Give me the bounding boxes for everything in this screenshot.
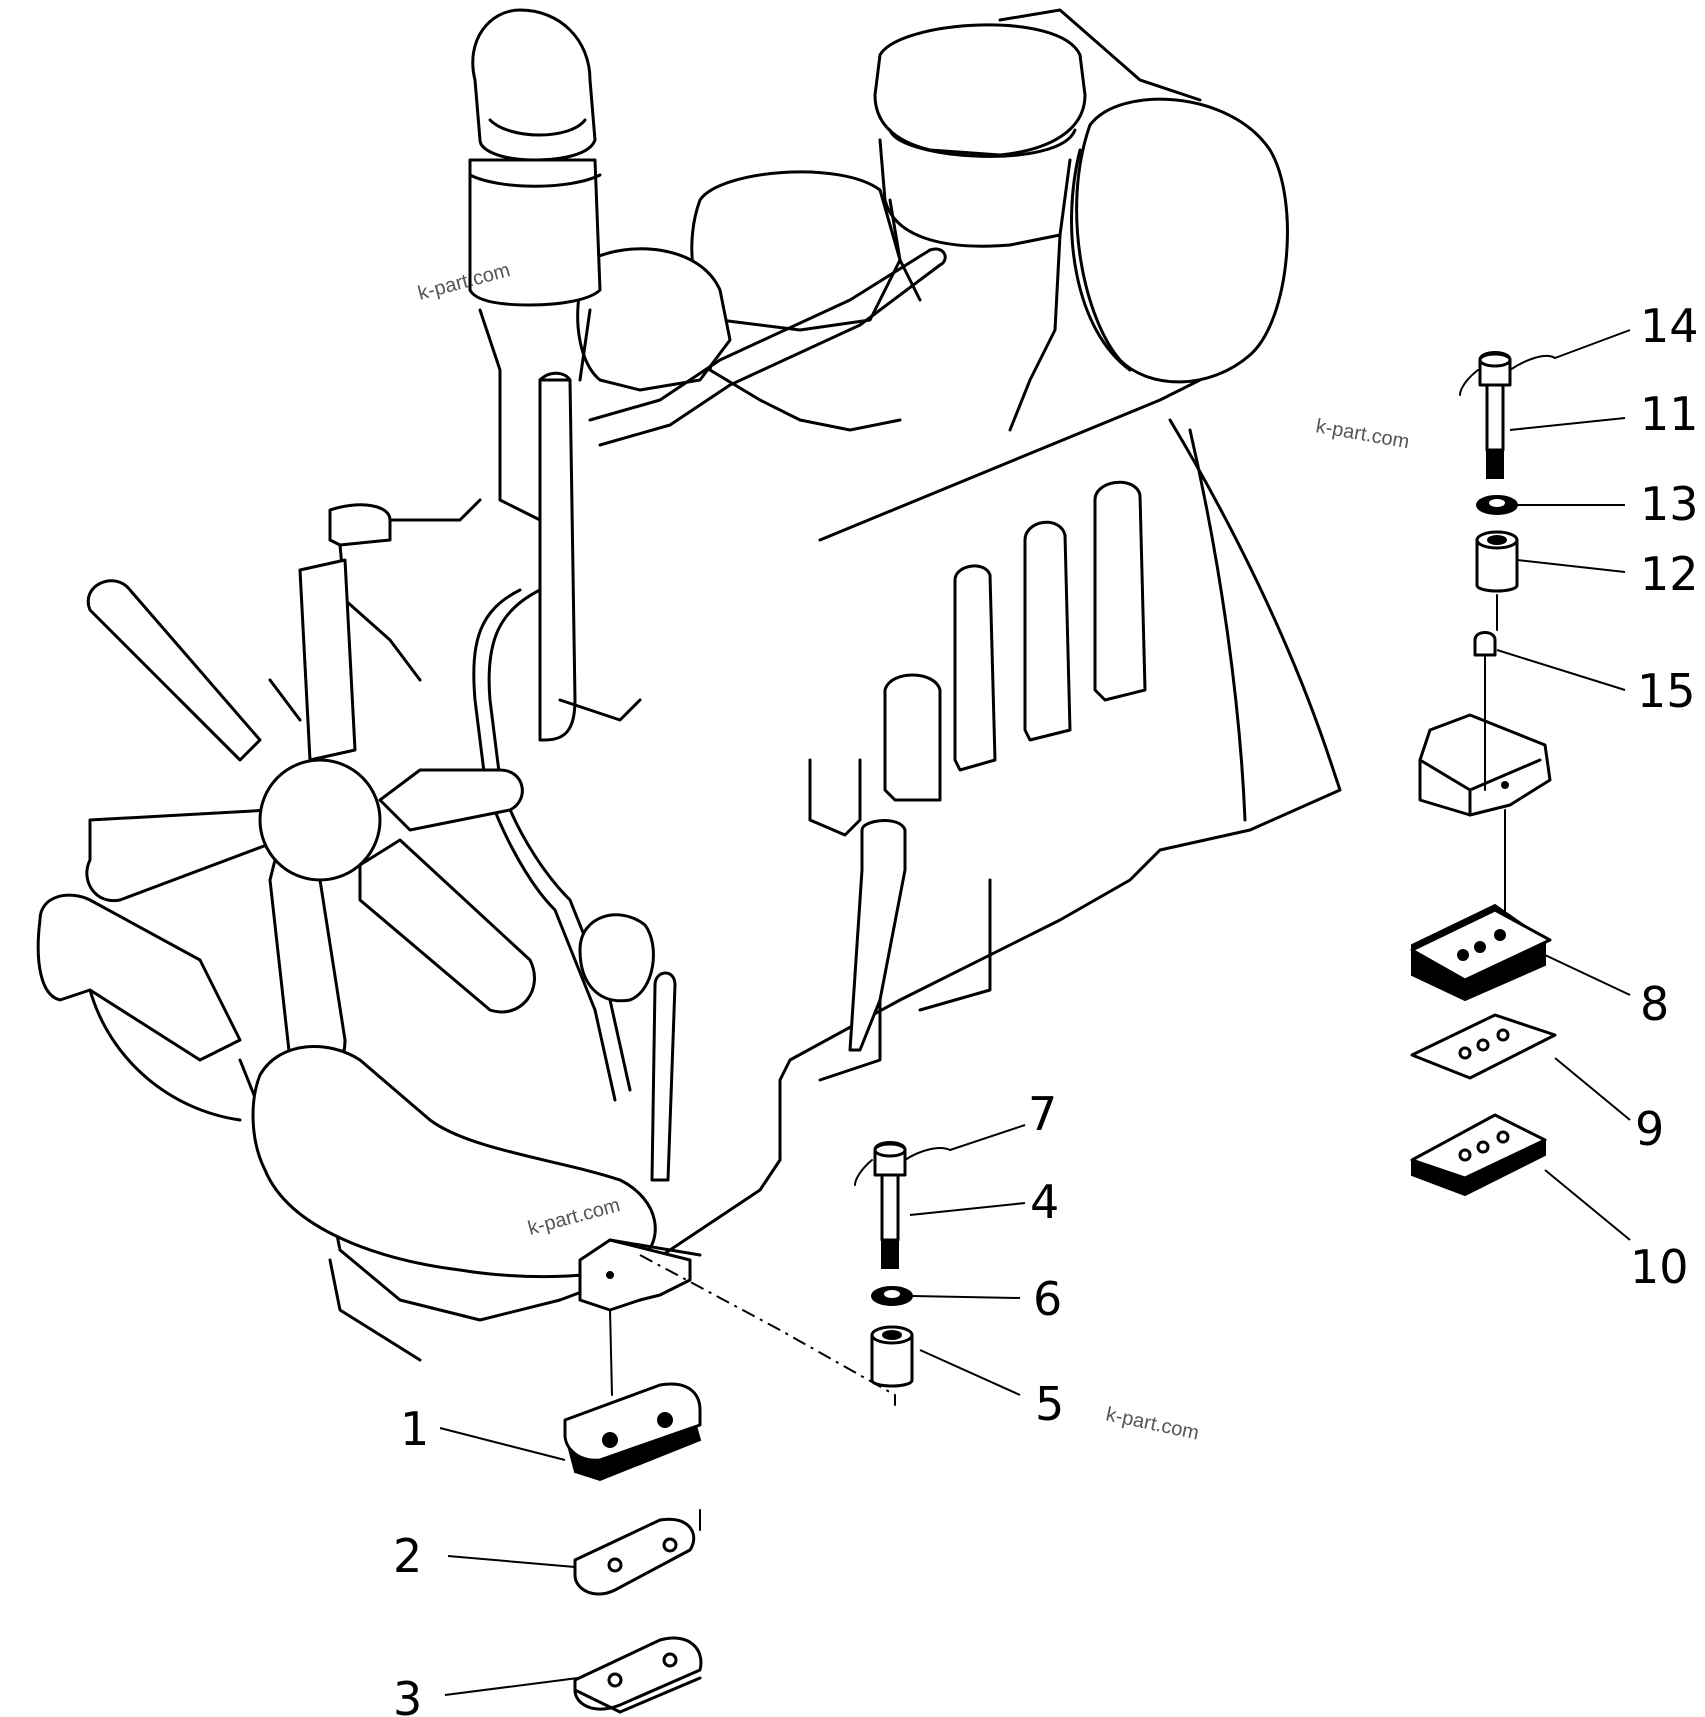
part-6-washer [871, 1286, 913, 1306]
part-15-pin [1473, 631, 1497, 791]
callout-numbers: 1 2 3 4 5 6 7 8 9 10 11 12 13 14 15 [393, 299, 1699, 1717]
leader-lines [439, 329, 1631, 1696]
part-9-plate [1410, 1013, 1557, 1080]
center-bolt-parts [639, 1141, 951, 1406]
part-11-bolt [1459, 351, 1556, 479]
callout-9: 9 [1635, 1102, 1664, 1156]
part-5-collar [870, 1325, 914, 1388]
callout-2: 2 [393, 1529, 422, 1583]
callout-7: 7 [1028, 1087, 1057, 1141]
part-1-cushion [563, 1382, 702, 1482]
rear-mount-parts [1410, 351, 1557, 1197]
part-2-plate [573, 1509, 701, 1596]
watermark: k-part.com [1104, 1403, 1201, 1444]
callout-3: 3 [393, 1672, 422, 1717]
callout-15: 15 [1637, 664, 1696, 718]
callout-8: 8 [1640, 977, 1669, 1031]
part-10-plate [1410, 1113, 1547, 1197]
callout-12: 12 [1640, 547, 1699, 601]
callout-11: 11 [1640, 387, 1699, 441]
callout-13: 13 [1640, 477, 1699, 531]
front-mount-parts [563, 1309, 703, 1714]
engine-body [36, 8, 1552, 1362]
callout-5: 5 [1035, 1377, 1064, 1431]
callout-6: 6 [1033, 1272, 1062, 1326]
part-13-washer [1476, 495, 1518, 515]
callout-4: 4 [1030, 1175, 1059, 1229]
part-3-plate [573, 1636, 703, 1714]
callout-14: 14 [1640, 299, 1699, 353]
callout-10: 10 [1630, 1240, 1689, 1294]
part-8-cushion [1410, 903, 1552, 1002]
watermark: k-part.com [1314, 415, 1411, 453]
callout-1: 1 [400, 1402, 429, 1456]
part-12-collar [1475, 530, 1519, 593]
part-4-bolt [854, 1141, 951, 1269]
